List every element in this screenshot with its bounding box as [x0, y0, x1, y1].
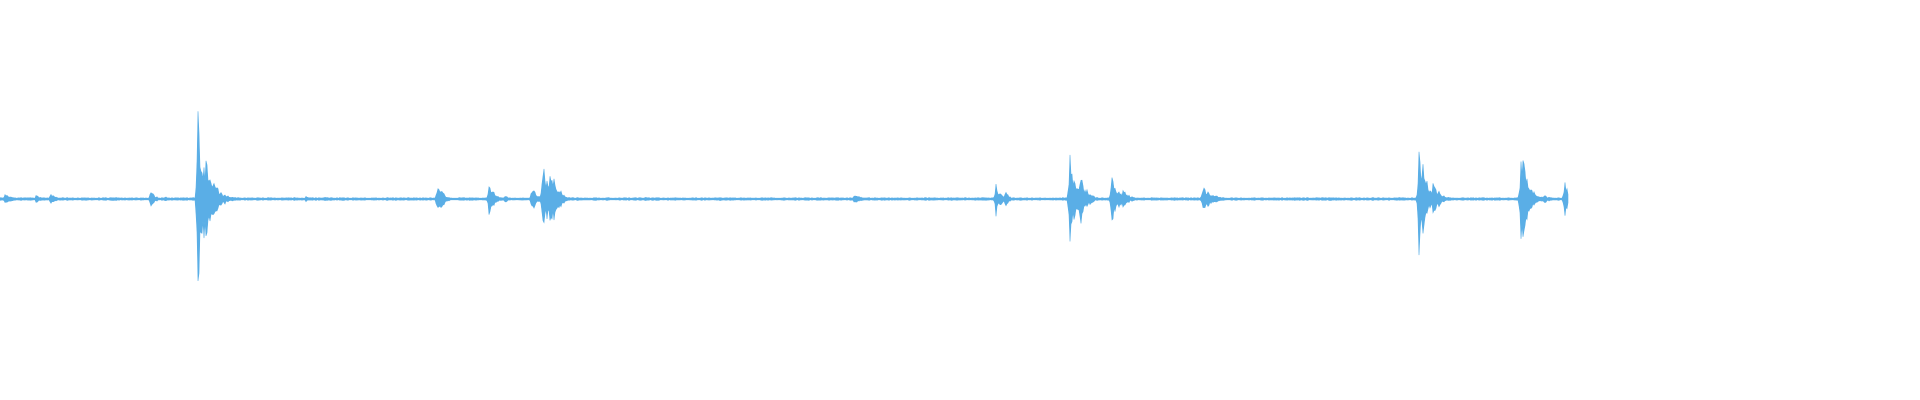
waveform-path: [0, 111, 1569, 281]
waveform-trace: [0, 111, 1569, 281]
